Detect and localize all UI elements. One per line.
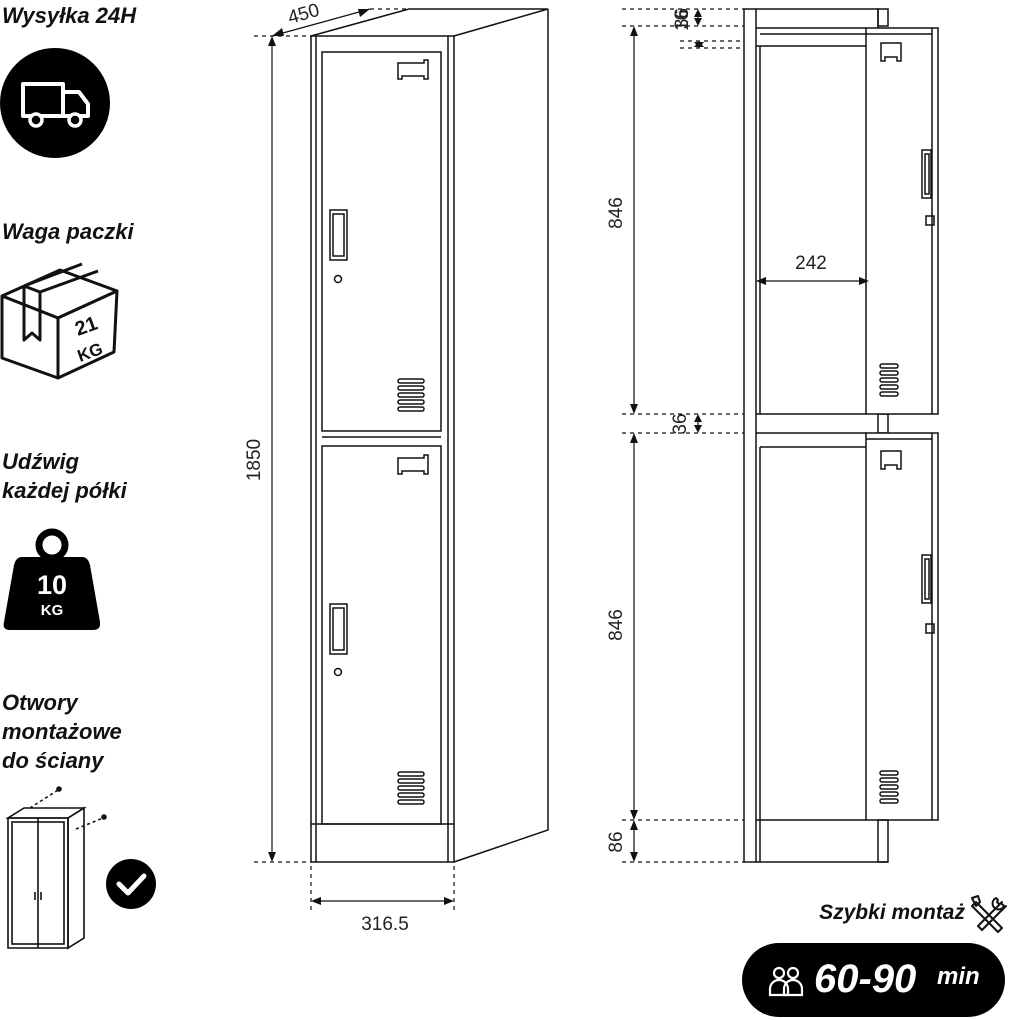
feature-title-shipping: Wysyłka 24H xyxy=(2,3,137,28)
tools-icon xyxy=(971,895,1007,933)
side-dimension-lines xyxy=(622,8,869,863)
side-view-locker xyxy=(743,8,939,863)
delivery-truck-icon xyxy=(0,48,110,158)
weight-icon: 10 KG xyxy=(3,528,101,630)
dimension-top-a-label: 16 xyxy=(672,10,693,31)
package-box-icon: 21 KG xyxy=(0,262,119,380)
side-vent-lower xyxy=(879,770,899,804)
dimension-middle-gap-label: 36 xyxy=(670,413,691,434)
feature-title-package-weight: Waga paczki xyxy=(2,219,134,244)
dimension-width-label: 316.5 xyxy=(361,914,409,935)
dimension-top-b-label: 36 xyxy=(672,8,693,29)
feature-title-wall-holes: Otwory montażowe do ściany xyxy=(2,690,122,773)
dimension-base-label: 86 xyxy=(606,831,627,852)
wall-mount-cabinet-icon xyxy=(5,786,107,950)
people-icon xyxy=(768,966,804,997)
dimension-compartment-bottom-label: 846 xyxy=(606,609,627,641)
dimension-height-label: 1850 xyxy=(244,439,265,481)
shelf-load-value: 10 xyxy=(37,570,67,600)
shelf-load-unit: KG xyxy=(41,602,64,619)
feature-title-shelf-load: Udźwig każdej półki xyxy=(2,449,127,503)
front-dimension-lines xyxy=(254,8,455,912)
vent-slots-upper xyxy=(397,378,425,412)
front-view-locker xyxy=(310,8,549,863)
assembly-title: Szybki montaż xyxy=(819,901,965,924)
assembly-time-badge: 60-90 min xyxy=(742,943,1005,1017)
checkmark-icon xyxy=(106,859,156,909)
assembly-time-unit: min xyxy=(937,963,980,990)
vent-slots-lower xyxy=(397,771,425,805)
dimension-depth-label: 450 xyxy=(286,0,322,29)
dimension-compartment-top-label: 846 xyxy=(606,197,627,229)
side-vent-upper xyxy=(879,363,899,397)
dimension-inner-width-label: 242 xyxy=(795,253,827,274)
assembly-time-range: 60-90 xyxy=(814,957,917,1001)
